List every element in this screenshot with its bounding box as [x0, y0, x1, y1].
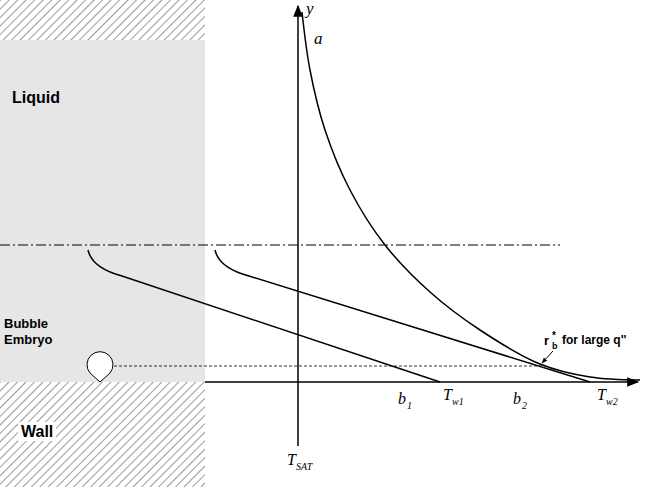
- temperature-label: T: [287, 451, 296, 469]
- t-axis: [205, 381, 638, 383]
- region-label: Liquid: [12, 88, 60, 107]
- radius-dashed-line: [114, 366, 545, 367]
- temperature-subscript: w1: [452, 396, 464, 407]
- line-subscript: 2: [522, 400, 527, 411]
- line-label: b: [398, 390, 406, 408]
- temperature-label: T: [443, 386, 452, 404]
- dash-dot-line: [0, 245, 560, 246]
- radius-subscript: b: [552, 342, 558, 352]
- wall-band: Wall: [0, 382, 205, 487]
- liquid-band: LiquidBubble Embryo: [0, 40, 205, 382]
- bubble-label: Bubble Embryo: [4, 316, 84, 347]
- curve-label: a: [314, 30, 323, 49]
- wall-region: [0, 382, 205, 487]
- liquid-region: [0, 40, 205, 382]
- leader-arrow: [542, 351, 553, 363]
- line-b2: [215, 250, 590, 382]
- y-axis: [297, 6, 299, 446]
- region-label: Wall: [18, 422, 56, 441]
- temperature-label: T: [597, 386, 606, 404]
- radius-note: for large q'': [562, 334, 626, 347]
- curve-a: [302, 12, 640, 380]
- axis-label: y: [306, 0, 314, 19]
- line-label: b: [513, 390, 521, 408]
- bubble-embryo: [87, 352, 113, 382]
- line-subscript: 1: [407, 400, 412, 411]
- temperature-subscript: w2: [606, 396, 618, 407]
- radius-symbol: r: [544, 334, 549, 348]
- temperature-subscript: SAT: [296, 461, 312, 472]
- upper-hatch: [0, 0, 205, 40]
- line-b1: [88, 250, 440, 382]
- radius-superscript: *: [552, 330, 556, 341]
